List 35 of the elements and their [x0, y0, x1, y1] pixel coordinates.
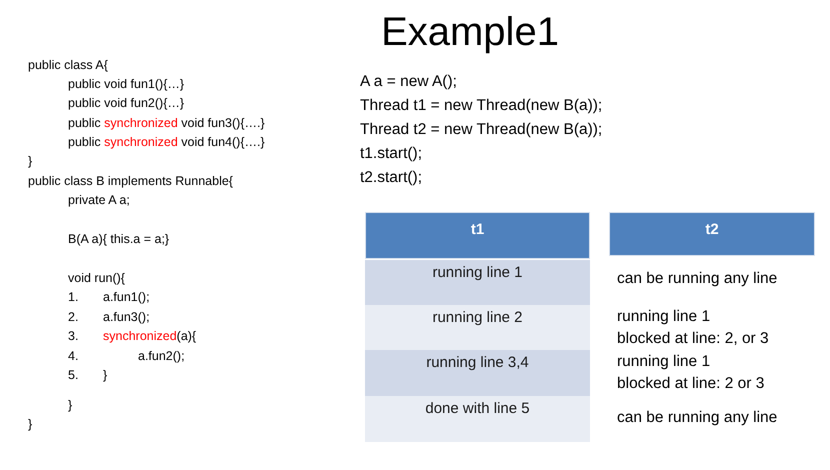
table-cell: done with line 5	[365, 396, 590, 442]
code-line: 1. a.fun1();	[68, 290, 150, 305]
code-line: B(A a){ this.a = a;}	[68, 232, 170, 247]
cell-text: can be running any line	[617, 270, 778, 288]
table-cell: running line 1	[365, 260, 590, 305]
code-line: t1.start();	[360, 145, 422, 164]
cell-text: can be running any line	[617, 409, 778, 427]
code-line: }	[28, 154, 32, 169]
code-line: 2. a.fun3();	[68, 310, 150, 325]
code-line: public synchronized void fun4(){….}	[68, 135, 265, 150]
code-line: Thread t2 = new Thread(new B(a));	[360, 121, 602, 140]
table-cell: running line 2	[365, 305, 590, 350]
code-line: public class A{	[28, 58, 108, 73]
code-line: public class B implements Runnable{	[28, 174, 233, 189]
table-cell: running line 3,4	[365, 350, 590, 396]
code-line: void run(){	[68, 271, 125, 286]
slide-title: Example1	[380, 10, 560, 55]
cell-text: running line 1	[617, 308, 710, 326]
table-header: t1	[365, 212, 590, 259]
table-header: t2	[609, 212, 815, 256]
code-line: private A a;	[68, 193, 130, 208]
code-line: 5. }	[68, 368, 108, 383]
code-line: }	[28, 417, 32, 432]
code-line: }	[68, 398, 72, 413]
code-line: t2.start();	[360, 169, 422, 188]
cell-text: blocked at line: 2, or 3	[617, 330, 769, 348]
code-line: Thread t1 = new Thread(new B(a));	[360, 97, 602, 116]
code-line: public void fun1(){…}	[68, 77, 184, 92]
code-line: public synchronized void fun3(){….}	[68, 116, 265, 131]
cell-text: blocked at line: 2 or 3	[617, 375, 764, 393]
code-line: A a = new A();	[360, 73, 457, 92]
cell-text: running line 1	[617, 353, 710, 371]
code-line: 4. a.fun2();	[68, 349, 185, 364]
code-line: public void fun2(){…}	[68, 96, 184, 111]
code-line: 3. synchronized(a){	[68, 329, 196, 344]
